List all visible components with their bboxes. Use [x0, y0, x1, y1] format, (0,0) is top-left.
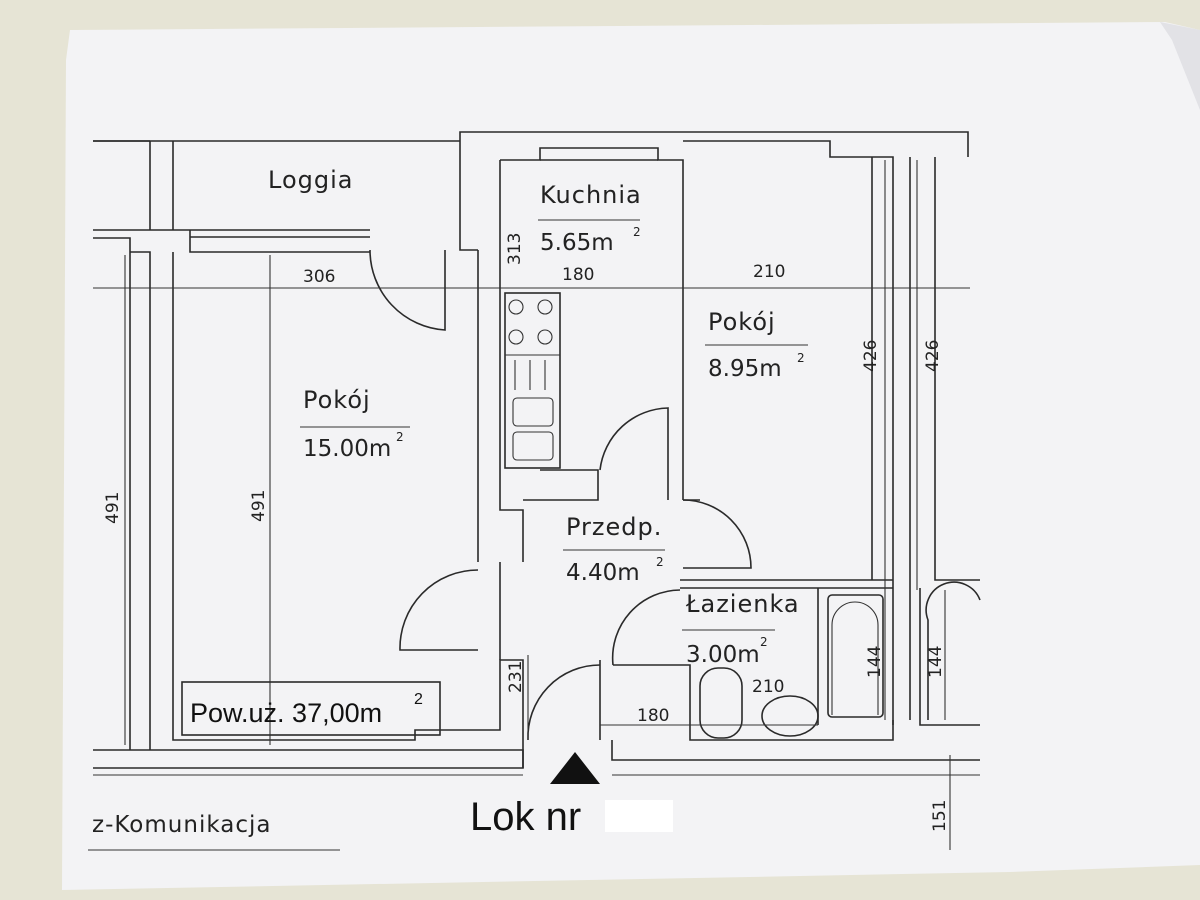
hall-name: Przedp.: [566, 513, 662, 541]
dim-180-bottom: 180: [637, 706, 669, 726]
communication-label: z-Komunikacja: [92, 812, 271, 838]
small-room-area-sup: 2: [797, 351, 805, 365]
entrance-arrow: [550, 752, 600, 784]
small-room-name: Pokój: [708, 308, 776, 336]
dim-313: 313: [505, 233, 525, 265]
bathroom-name: Łazienka: [685, 590, 800, 618]
hall-area-sup: 2: [656, 555, 664, 569]
kitchen-area: 5.65m: [540, 230, 614, 256]
redaction-patch: [605, 800, 673, 832]
loggia-name: Loggia: [268, 166, 353, 194]
dim-144-a: 144: [865, 646, 885, 678]
dim-151: 151: [930, 800, 950, 832]
hall-area: 4.40m: [566, 560, 640, 586]
big-room-area: 15.00m: [303, 436, 391, 462]
bathroom-area: 3.00m: [686, 642, 760, 668]
dim-180-top: 180: [562, 265, 594, 285]
kitchen-name: Kuchnia: [540, 181, 642, 209]
usable-area-box: [181, 681, 441, 736]
dim-491-inner: 491: [249, 490, 269, 522]
usable-area-label: Pow.uż. 37,00m: [190, 698, 382, 728]
dim-306: 306: [303, 267, 335, 287]
unit-label: Lok nr: [470, 795, 581, 839]
dim-210-bottom: 210: [752, 677, 784, 697]
dim-210-top: 210: [753, 262, 785, 282]
big-room-area-sup: 2: [396, 430, 404, 444]
bathroom-area-sup: 2: [760, 635, 768, 649]
small-room-area: 8.95m: [708, 356, 782, 382]
dim-426-a: 426: [861, 340, 881, 372]
dim-491-left: 491: [103, 492, 123, 524]
kitchen-area-sup: 2: [633, 225, 641, 239]
paper-sheet: [62, 22, 1200, 890]
paper-shadow: [1160, 22, 1200, 110]
usable-area-sup: 2: [414, 691, 423, 708]
dim-231: 231: [506, 661, 526, 693]
plan-linework: [88, 131, 981, 851]
dim-144-b: 144: [926, 646, 946, 678]
dim-426-b: 426: [923, 340, 943, 372]
big-room-name: Pokój: [303, 386, 371, 414]
